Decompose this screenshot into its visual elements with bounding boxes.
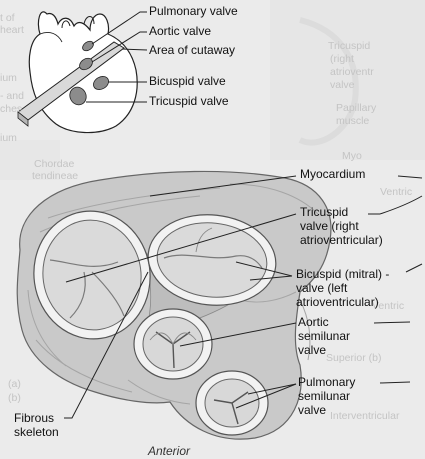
label-aortic-valve-inset: Aortic valve [149,25,211,39]
bg-text-left-4: - and [0,90,24,102]
label-tricuspid-line-3: atrioventricular) [300,234,383,248]
bg-text-left-3: ium [0,72,17,84]
label-tricuspid-line-1: Tricuspid [300,206,348,220]
bg-text-right-8: Ventric [380,186,412,198]
bg-text-right-2: (right [330,53,354,65]
label-fibrous-line-2: skeleton [14,426,59,440]
caption-anterior: Anterior [148,445,190,459]
bg-text-left-2: heart [0,24,24,36]
bg-text-right-6: muscle [336,115,369,127]
bg-text-right-9: Superior (b) [326,352,381,364]
label-bicuspid-line-2: valve (left [296,282,347,296]
label-bicuspid-line-1: Bicuspid (mitral) - [296,268,389,282]
label-area-of-cutaway: Area of cutaway [149,44,235,58]
label-tricuspid-line-2: valve (right [300,220,359,234]
bg-text-right-4: valve [330,79,355,91]
label-pulmonary-line-3: valve [298,404,326,418]
label-fibrous-line-1: Fibrous [14,412,54,426]
bg-text-left-9: (a) [8,378,21,390]
bg-text-right-3: atrioventr [330,66,374,78]
label-bicuspid-valve-inset: Bicuspid valve [149,75,226,89]
label-myocardium: Myocardium [300,168,365,182]
label-aortic-line-1: Aortic [298,316,329,330]
bg-text-right-11: Interventricular [330,410,399,422]
label-pulmonary-line-1: Pulmonary [298,376,355,390]
label-tricuspid-valve-inset: Tricuspid valve [149,95,229,109]
label-aortic-line-3: valve [298,344,326,358]
bg-text-left-8: tendineae [32,170,78,182]
bg-text-left-6: ium [0,132,17,144]
bg-text-left-7: Chordae [34,158,74,170]
valve-specimen [17,171,331,439]
label-pulmonary-valve-inset: Pulmonary valve [149,5,238,19]
bg-text-right-1: Tricuspid [328,40,370,52]
bg-text-right-7: Myo [342,150,362,162]
label-aortic-line-2: semilunar [298,330,350,344]
label-pulmonary-line-2: semilunar [298,390,350,404]
label-bicuspid-line-3: atrioventricular) [296,296,379,310]
pulmonary-valve [196,371,268,435]
bg-text-left-1: t of [0,12,15,24]
bg-text-left-5: ches [0,103,22,115]
bg-text-left-10: (b) [8,392,21,404]
bg-text-right-5: Papillary [336,102,376,114]
aortic-valve [134,309,212,379]
heart-inset [18,12,137,133]
